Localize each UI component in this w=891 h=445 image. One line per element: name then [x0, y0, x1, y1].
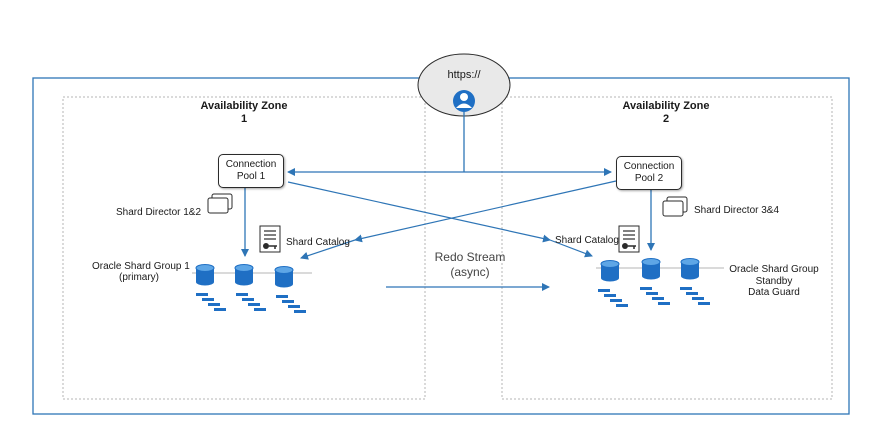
- arrow-pool2-to-catalog1: [354, 180, 617, 243]
- user-icon: [453, 90, 475, 112]
- arrow-pool2-to-group1: [300, 239, 356, 260]
- shard-catalog-2-label: Shard Catalog: [555, 235, 619, 246]
- shard-director-2-label: Shard Director 3&4: [694, 205, 780, 216]
- zone-1-number: 1: [240, 113, 248, 125]
- connection-pool-1: Connection Pool 1: [218, 154, 284, 188]
- shard-group-2-sublabel-standby: Standby: [755, 276, 793, 287]
- shard-director-1-icon: [207, 193, 233, 214]
- shard-catalog-1-icon: [259, 225, 281, 253]
- data-stairs-icon: [598, 289, 628, 307]
- pool-2-line1: Connection: [623, 161, 675, 172]
- database-icon: [234, 264, 254, 286]
- pool-1-line2: Pool 1: [236, 171, 266, 182]
- database-icon: [641, 258, 661, 280]
- availability-zone-2-box: [501, 96, 833, 400]
- data-stairs-icon: [680, 287, 710, 305]
- shard-director-1-label: Shard Director 1&2: [116, 207, 202, 218]
- data-stairs-icon: [196, 293, 226, 311]
- arrow-pool1-to-catalog2: [287, 181, 551, 243]
- endpoint-label: https://: [447, 69, 481, 81]
- shard-group-1-sublabel: (primary): [119, 272, 159, 283]
- database-icon: [274, 266, 294, 288]
- zone-2-number: 2: [662, 113, 670, 125]
- database-icon: [195, 264, 215, 286]
- data-stairs-icon: [640, 287, 670, 305]
- redo-stream-line2: (async): [450, 265, 490, 279]
- shard-group-1-label: Oracle Shard Group 1: [92, 261, 190, 272]
- connection-pool-2: Connection Pool 2: [616, 156, 682, 190]
- shard-director-2-icon: [662, 196, 688, 217]
- data-stairs-icon: [236, 293, 266, 311]
- region-border: [32, 77, 850, 415]
- availability-zone-1-box: [62, 96, 426, 400]
- database-icon: [600, 260, 620, 282]
- arrow-pool1-to-group2: [549, 239, 593, 258]
- zone-2-title: Availability Zone: [622, 100, 710, 112]
- shard-catalog-1-label: Shard Catalog: [286, 237, 350, 248]
- shard-catalog-2-icon: [618, 225, 640, 253]
- redo-stream-label: Redo Stream (async): [420, 250, 520, 280]
- redo-stream-line1: Redo Stream: [434, 250, 506, 264]
- shard-group-2-sublabel-dataguard: Data Guard: [748, 287, 800, 298]
- pool-1-line1: Connection: [225, 159, 277, 170]
- zone-1-title: Availability Zone: [200, 100, 288, 112]
- shard-group-2-label: Oracle Shard Group: [729, 264, 819, 275]
- pool-2-line2: Pool 2: [634, 173, 664, 184]
- data-stairs-icon: [276, 295, 306, 313]
- database-icon: [680, 258, 700, 280]
